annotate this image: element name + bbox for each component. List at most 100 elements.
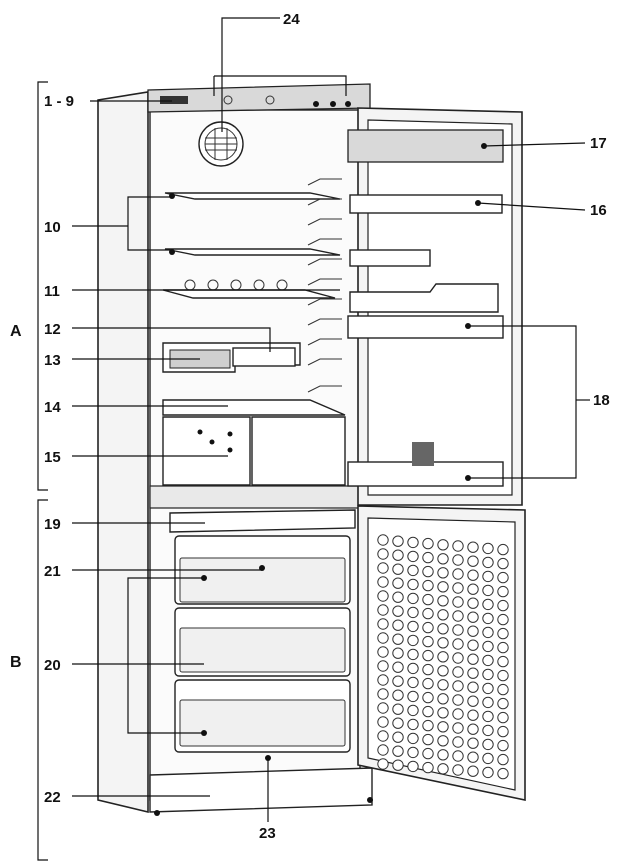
callout-10: 10 bbox=[44, 219, 61, 236]
door-dimple bbox=[482, 766, 494, 779]
fridge-door bbox=[347, 107, 523, 506]
door-dimple bbox=[377, 562, 389, 574]
door-dimple bbox=[482, 668, 494, 681]
callout-1-9: 1 - 9 bbox=[44, 93, 74, 110]
door-dimple bbox=[377, 590, 389, 602]
door-dimple bbox=[497, 613, 509, 626]
door-dimple bbox=[407, 690, 419, 703]
door-dimple bbox=[407, 760, 419, 773]
door-dimple bbox=[437, 553, 449, 565]
door-dimple bbox=[422, 663, 434, 676]
section-label-a: A bbox=[10, 323, 22, 340]
door-dimple bbox=[377, 688, 389, 700]
door-dimple bbox=[482, 556, 494, 569]
door-dimple bbox=[422, 551, 434, 564]
door-dimple bbox=[407, 704, 419, 717]
door-dimple bbox=[497, 543, 509, 556]
door-dimple bbox=[482, 654, 494, 667]
callout-23: 23 bbox=[259, 825, 276, 842]
door-dimple bbox=[377, 618, 389, 630]
door-dimple bbox=[437, 567, 449, 579]
door-dimple bbox=[437, 637, 449, 649]
door-dimple bbox=[497, 767, 509, 780]
door-dimple bbox=[482, 612, 494, 625]
door-dimple bbox=[452, 666, 464, 678]
door-rack-top bbox=[347, 129, 504, 163]
door-dimple bbox=[467, 611, 479, 623]
door-dimple bbox=[377, 730, 389, 742]
door-dimple bbox=[482, 696, 494, 709]
callout-14: 14 bbox=[44, 399, 61, 416]
section-bracket-b bbox=[37, 499, 48, 861]
door-dimple bbox=[422, 579, 434, 592]
leader-lines bbox=[72, 17, 590, 822]
chill-compartment bbox=[162, 342, 301, 373]
door-dimple bbox=[497, 571, 509, 584]
door-dimple bbox=[497, 599, 509, 612]
door-dimple bbox=[422, 537, 434, 550]
door-dimple bbox=[497, 655, 509, 668]
door-dimple bbox=[392, 563, 404, 575]
door-dimple bbox=[377, 548, 389, 560]
door-dimple bbox=[482, 752, 494, 765]
door-dimple bbox=[437, 763, 449, 775]
callout-24: 24 bbox=[283, 11, 300, 28]
door-dimple bbox=[452, 624, 464, 636]
door-dimple bbox=[422, 607, 434, 620]
crisper-cover-shelf bbox=[162, 399, 346, 416]
door-dimple bbox=[377, 744, 389, 756]
plinth bbox=[149, 767, 373, 813]
door-dimple bbox=[437, 539, 449, 551]
door-dimple bbox=[482, 682, 494, 695]
door-dimple bbox=[437, 609, 449, 621]
door-dimple bbox=[422, 719, 434, 732]
callout-18: 18 bbox=[593, 392, 610, 409]
callout-15: 15 bbox=[44, 449, 61, 466]
door-dimple bbox=[467, 765, 479, 777]
door-dimple bbox=[407, 732, 419, 745]
door-dimple bbox=[452, 596, 464, 608]
door-dimple bbox=[422, 747, 434, 760]
door-dimple bbox=[407, 676, 419, 689]
door-dimple bbox=[467, 639, 479, 651]
callout-17: 17 bbox=[590, 135, 607, 152]
door-dimple bbox=[482, 738, 494, 751]
door-dimple bbox=[482, 640, 494, 653]
door-dimple bbox=[422, 621, 434, 634]
door-dimple bbox=[407, 606, 419, 619]
fan-icon bbox=[198, 121, 244, 167]
door-dimple bbox=[422, 565, 434, 578]
door-dimple bbox=[422, 635, 434, 648]
door-dimple bbox=[497, 627, 509, 640]
door-dimple bbox=[467, 751, 479, 763]
door-dimple bbox=[407, 578, 419, 591]
door-dimple bbox=[452, 568, 464, 580]
door-rack-bottle bbox=[347, 315, 504, 339]
door-dimple bbox=[467, 737, 479, 749]
door-dimple bbox=[392, 633, 404, 645]
door-dimple bbox=[437, 623, 449, 635]
door-dimple bbox=[452, 610, 464, 622]
door-dimple bbox=[422, 593, 434, 606]
door-dimple bbox=[467, 625, 479, 637]
door-dimple bbox=[407, 648, 419, 661]
door-dimple bbox=[482, 626, 494, 639]
door-dimple bbox=[452, 638, 464, 650]
door-dimple bbox=[392, 717, 404, 729]
door-dimple bbox=[377, 632, 389, 644]
callout-16: 16 bbox=[590, 202, 607, 219]
door-dimple bbox=[392, 759, 404, 771]
door-dimple bbox=[452, 694, 464, 706]
door-dimple bbox=[392, 647, 404, 659]
door-dimple bbox=[467, 583, 479, 595]
door-dimple bbox=[437, 665, 449, 677]
door-dimple bbox=[377, 716, 389, 728]
door-dimple bbox=[497, 697, 509, 710]
door-dimple bbox=[467, 653, 479, 665]
door-dimple bbox=[497, 585, 509, 598]
door-dimple bbox=[497, 557, 509, 570]
freezer-flap bbox=[169, 509, 356, 533]
section-bracket-a bbox=[37, 81, 48, 491]
door-dimple bbox=[407, 662, 419, 675]
